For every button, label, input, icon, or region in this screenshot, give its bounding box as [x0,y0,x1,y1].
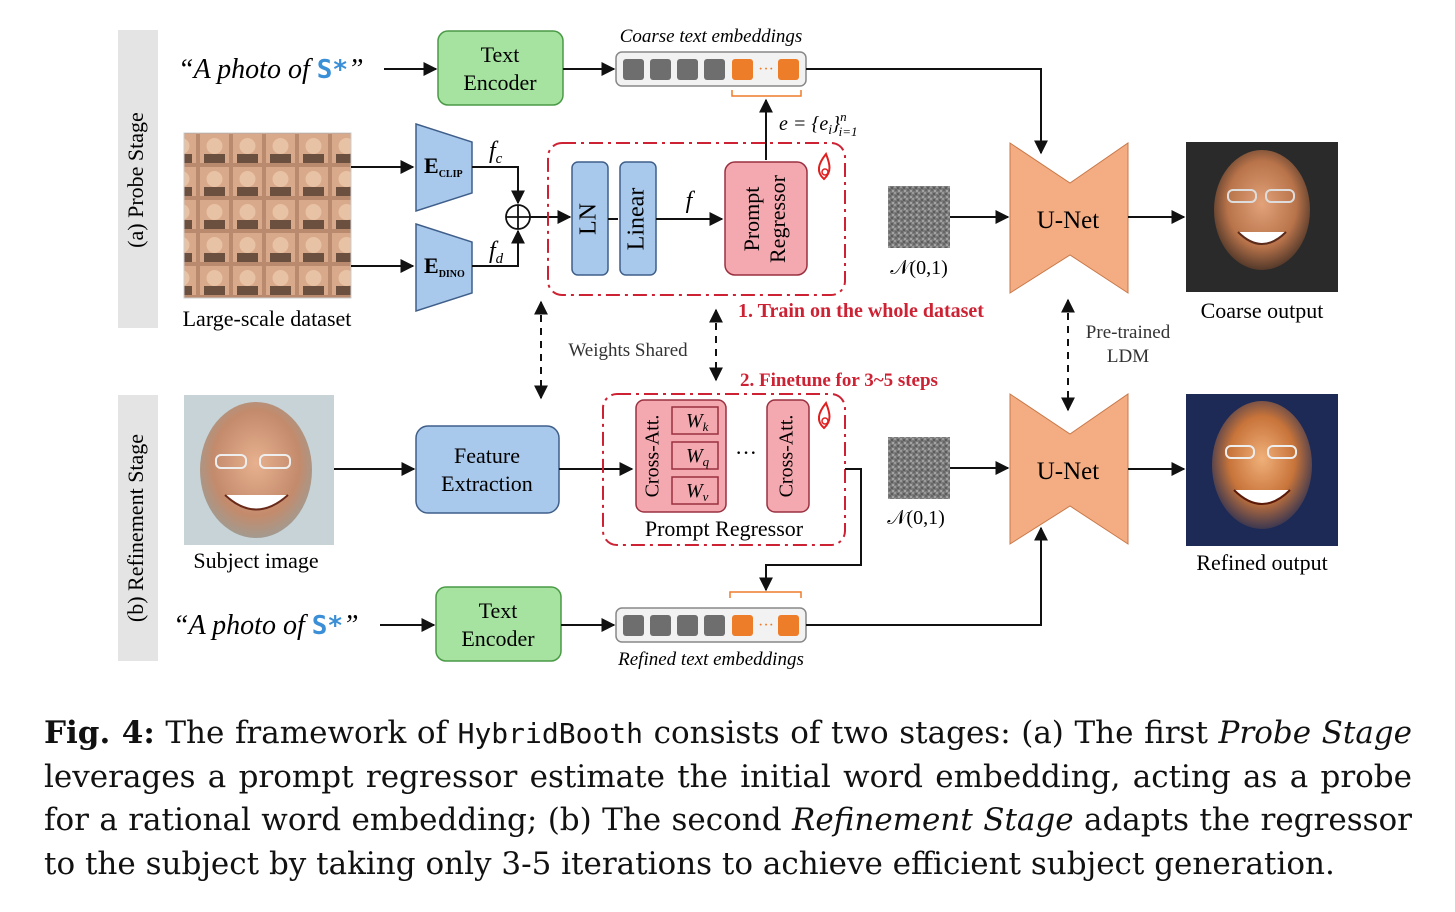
fire-icon-bottom [818,401,831,430]
clip-encoder-label: ECLIP [424,153,463,180]
dataset-collage [183,132,352,299]
text-encoder-top-l2: Encoder [463,70,537,95]
figure-caption: Fig. 4: The framework of HybridBooth con… [44,712,1412,886]
fc-label: fc [489,138,503,167]
prompt-regressor-l1: Prompt [739,187,764,252]
noise-patch-top [888,186,950,248]
probe-prompt-text: “A photo of S*” [178,54,364,85]
clip-encoder [415,122,473,213]
cross-att-label-1: Cross-Att. [642,415,664,498]
sum-operator [505,204,531,230]
refined-output-label: Refined output [1196,550,1327,575]
wq-block [671,441,719,470]
prompt-regressor-block [724,161,808,276]
text-encoder-top-l1: Text [481,42,520,67]
coarse-output-label: Coarse output [1201,298,1324,323]
ln-label: LN [576,203,602,235]
coarse-output-image [1186,142,1338,292]
dino-encoder-label: EDINO [424,253,465,280]
wv-label: Wv [686,480,709,504]
feature-extraction-block [415,425,560,514]
probe-regressor-box [547,142,846,296]
caption-fig-label: Fig. 4: [44,715,155,751]
subject-image [184,395,334,545]
refine-regressor-label: Prompt Regressor [645,516,804,541]
dino-encoder [415,222,473,313]
unet-top [1009,142,1129,294]
wk-block [671,406,719,435]
caption-part4: adapts the regressor to the subject by t… [44,802,1412,882]
f-label: f [686,188,696,214]
unet-bottom-label: U-Net [1037,458,1100,485]
text-encoder-bottom-l1: Text [479,598,518,623]
coarse-embeddings-label: Coarse text embeddings [620,26,803,47]
noise-patch-bottom [888,437,950,499]
refinement-stage-bar [118,395,158,661]
linear-label: Linear [624,188,650,251]
pretrained-l2: LDM [1107,346,1149,367]
finetune-annotation: 2. Finetune for 3~5 steps [740,370,938,391]
caption-part3: leverages a prompt regressor estimate th… [44,758,1412,839]
probe-stage-label: (a) Probe Stage [123,112,148,248]
caption-part1: The framework of [154,715,458,751]
cross-att-label-2: Cross-Att. [776,415,798,498]
noise-label-bottom: 𝒩(0,1) [887,507,944,529]
svg-text:···: ··· [758,61,774,78]
dataset-label: Large-scale dataset [183,306,352,331]
pretrained-l1: Pre-trained [1086,322,1171,343]
weights-shared-label: Weights Shared [568,340,688,361]
refinement-stage-label: (b) Refinement Stage [123,434,148,622]
refined-embeddings-label: Refined text embeddings [617,649,804,670]
caption-refinement: Refinement Stage [791,802,1074,838]
text-encoder-bottom-l2: Encoder [461,626,535,651]
unet-top-label: U-Net [1037,207,1100,234]
caption-method: HybridBooth [457,717,644,750]
framework-diagram: (a) Probe Stage (b) Refinement Stage “A … [118,26,1338,670]
feature-extraction-l2: Extraction [441,471,533,496]
refined-output-image [1186,394,1338,546]
wv-block [671,476,719,505]
cross-attention-block-2 [766,399,810,513]
unet-bottom [1009,393,1129,545]
caption-probe: Probe Stage [1218,715,1412,751]
wk-label: Wk [686,410,709,434]
train-annotation: 1. Train on the whole dataset [738,300,984,322]
coarse-embedding-bar: ··· [615,51,807,87]
subject-image-label: Subject image [193,548,318,573]
fd-label: fd [489,238,504,267]
refine-prompt-text: “A photo of S*” [173,610,359,641]
caption-part2: consists of two stages: (a) The first [643,715,1219,751]
svg-text:···: ··· [758,617,774,634]
prompt-regressor-l2: Regressor [765,174,790,263]
probe-stage-bar [118,30,158,328]
wq-label: Wq [686,445,710,469]
fire-icon [818,152,831,181]
noise-label-top: 𝒩(0,1) [890,257,947,279]
feature-extraction-l1: Feature [454,443,520,468]
cross-att-ellipsis: ··· [735,440,757,465]
refined-embedding-bar: ··· [615,607,807,643]
